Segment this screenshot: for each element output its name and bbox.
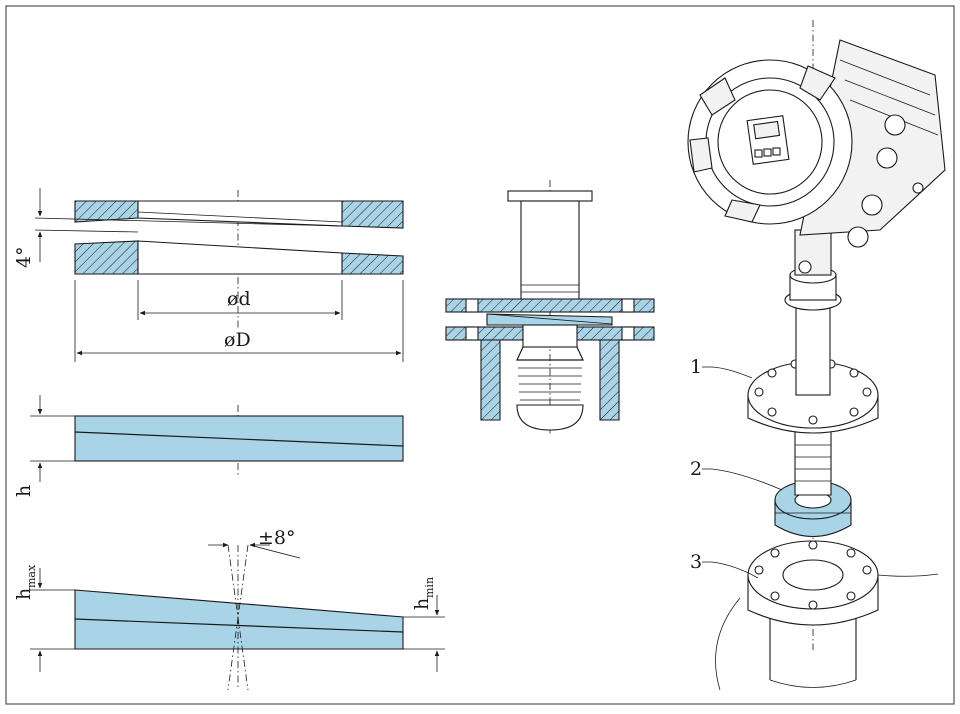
height-label: h: [13, 485, 35, 497]
nozzle-right-wall: [599, 339, 620, 421]
upper-flange-left: [74, 200, 139, 223]
upper-flange-section: [445, 298, 655, 313]
seal-tilt-view: ±8° h max h min: [13, 527, 445, 691]
angle-4-label: 4°: [13, 246, 35, 268]
lower-flange-bore: [137, 240, 343, 275]
inner-diameter-label: ød: [227, 288, 251, 310]
nozzle-left-wall: [480, 339, 501, 421]
callout-2: 2: [690, 458, 702, 480]
callout-3: 3: [690, 551, 702, 573]
antenna-cross-section: [445, 180, 655, 435]
callouts: 1 2 3: [690, 356, 783, 579]
upper-flange-right: [341, 200, 404, 229]
seal-body-tapered: [74, 589, 404, 650]
outer-diameter-label: øD: [224, 329, 251, 351]
height-min-label: h min: [411, 577, 436, 610]
svg-text:max: max: [25, 564, 38, 588]
svg-text:h: h: [13, 588, 35, 600]
frame-border: [5, 5, 955, 705]
svg-text:h: h: [411, 598, 433, 610]
lower-flange-left: [74, 240, 139, 275]
callout-1: 1: [690, 356, 702, 378]
antenna-tip: [516, 404, 584, 431]
lower-flange-right: [341, 252, 404, 275]
flange-seal-section: 4° ød øD: [13, 188, 404, 362]
seal-height-view: h: [13, 395, 404, 497]
height-max-label: h max: [13, 564, 38, 600]
svg-text:min: min: [423, 577, 436, 598]
device-assembly: [687, 20, 946, 691]
tilt-label: ±8°: [258, 527, 296, 549]
